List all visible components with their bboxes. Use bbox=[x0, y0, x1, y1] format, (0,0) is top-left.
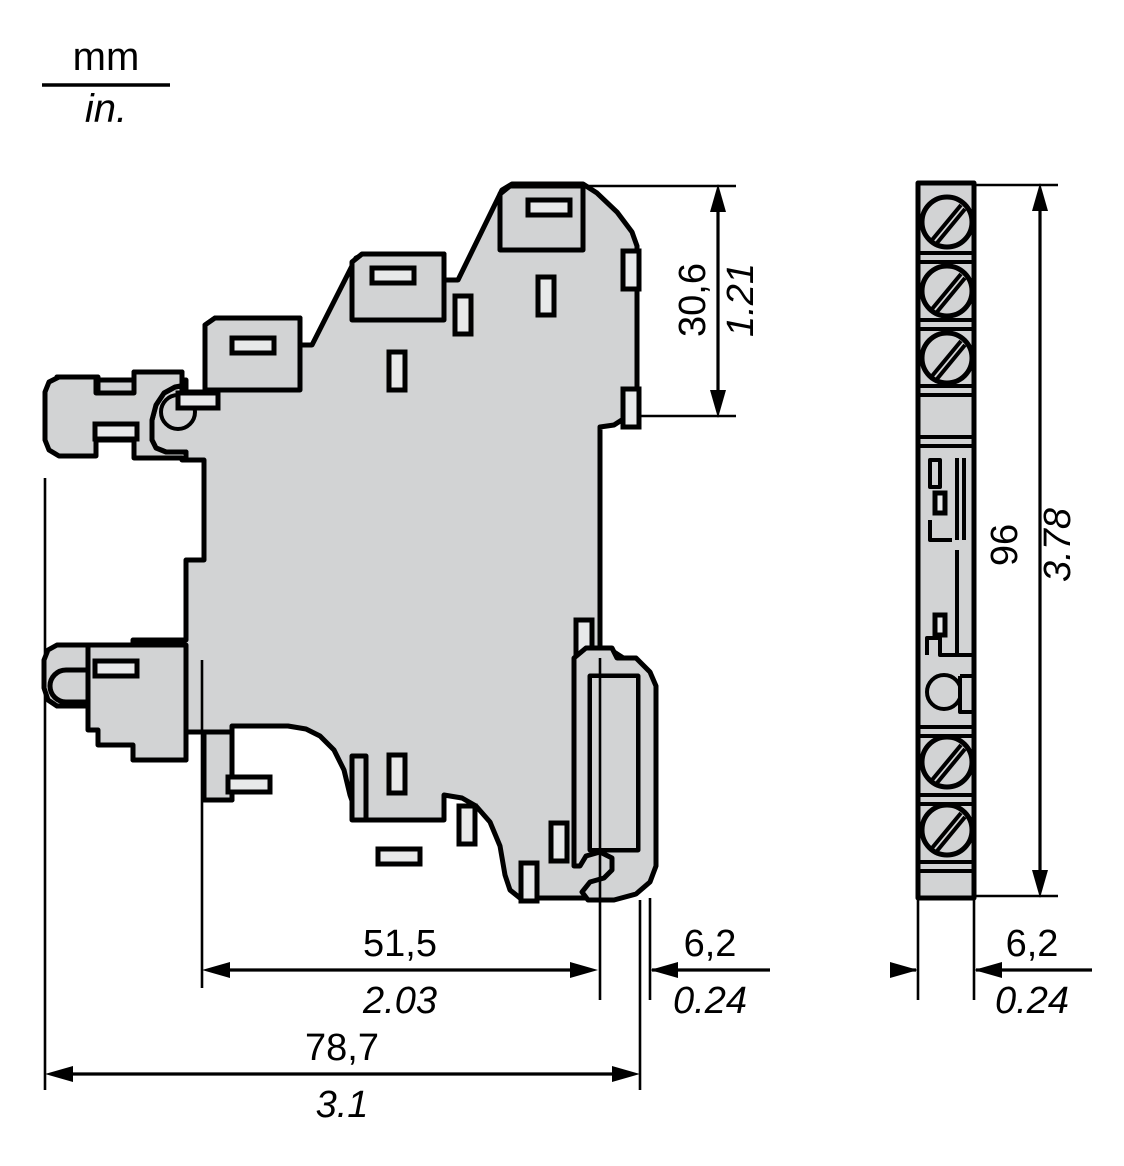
dim-value-in: 3.78 bbox=[1037, 508, 1079, 582]
screw-terminal-3 bbox=[919, 330, 975, 386]
dim-height-96: 96 3.78 bbox=[976, 183, 1079, 898]
dim-overall-78-7: 78,7 3.1 bbox=[43, 478, 642, 1126]
dim-value-in: 1.21 bbox=[720, 263, 762, 337]
screw-slot-2a bbox=[930, 272, 963, 311]
dim-height-30-6: 30,6 1.21 bbox=[562, 184, 762, 418]
upper-middle-terminal-block bbox=[349, 251, 447, 323]
screw-slot-5a bbox=[930, 811, 963, 850]
internal-detail-bracket-1 bbox=[928, 458, 942, 489]
side-profile-view: 30,6 1.21 51,5 2.03 6,2 0.24 bbox=[41, 181, 770, 1126]
dim-value-in: 2.03 bbox=[362, 980, 437, 1022]
slot-body-3 bbox=[535, 274, 557, 318]
marker-holder-window bbox=[588, 674, 640, 852]
dim-value-mm: 51,5 bbox=[363, 923, 437, 965]
arrow-up bbox=[710, 184, 726, 212]
dim-value-mm: 96 bbox=[984, 524, 1026, 566]
internal-detail-bracket-3 bbox=[925, 636, 972, 657]
internal-slot-1 bbox=[932, 490, 948, 516]
slot-body-1 bbox=[386, 349, 408, 393]
arrow-left-in bbox=[974, 962, 1002, 978]
dim-value-mm: 6,2 bbox=[684, 923, 737, 965]
slot-lever-1 bbox=[92, 658, 140, 679]
arrow-left bbox=[202, 962, 230, 978]
screw-terminal-2 bbox=[919, 263, 975, 319]
indicator-circle bbox=[925, 673, 963, 711]
slot-body-4 bbox=[620, 248, 642, 292]
arrow-left bbox=[650, 962, 678, 978]
dim-width-6-2-front: 6,2 0.24 bbox=[890, 900, 1092, 1022]
arrow-left bbox=[45, 1066, 73, 1082]
slot-body-5 bbox=[620, 386, 642, 430]
dim-value-mm: 30,6 bbox=[672, 263, 714, 337]
dim-value-in: 0.24 bbox=[995, 980, 1069, 1022]
screw-slot-3b bbox=[935, 343, 967, 381]
slot-body-10 bbox=[518, 860, 540, 904]
lower-middle-terminal-block bbox=[349, 753, 369, 823]
slot-lower-middle-1 bbox=[375, 846, 423, 867]
slot-body-9 bbox=[548, 820, 570, 864]
screw-terminal-1 bbox=[919, 194, 975, 250]
test-point-tab bbox=[175, 390, 221, 411]
dim-offset-6-2-side: 6,2 0.24 bbox=[648, 898, 770, 1022]
arrow-up bbox=[1032, 183, 1048, 211]
lower-left-terminal-block bbox=[201, 729, 235, 803]
dim-length-51-5: 51,5 2.03 bbox=[200, 660, 602, 1022]
arrow-right bbox=[612, 1066, 640, 1082]
screw-slot-3a bbox=[930, 339, 963, 378]
units-legend-numerator: mm bbox=[73, 35, 140, 79]
slot-clip-1 bbox=[92, 421, 140, 442]
internal-detail-bracket-2 bbox=[928, 520, 952, 542]
slot-lower-left-1 bbox=[225, 774, 273, 795]
screw-terminal-5 bbox=[919, 802, 975, 858]
units-legend: mm in. bbox=[42, 35, 170, 131]
indicator-bracket bbox=[958, 674, 972, 714]
arrow-right bbox=[570, 962, 598, 978]
screw-slot-5b bbox=[935, 815, 967, 853]
dim-value-mm: 78,7 bbox=[305, 1027, 379, 1069]
slot-upper-right-1 bbox=[525, 197, 573, 218]
dim-value-mm: 6,2 bbox=[1006, 923, 1059, 965]
screw-slot-1b bbox=[935, 207, 967, 245]
din-rail-clip bbox=[42, 369, 189, 463]
upper-right-terminal-block bbox=[497, 183, 586, 253]
arrow-right-in bbox=[890, 962, 918, 978]
slot-body-7 bbox=[386, 752, 408, 796]
slot-upper-middle-1 bbox=[369, 265, 417, 286]
screw-slot-4a bbox=[930, 743, 963, 782]
arrow-down bbox=[1032, 870, 1048, 898]
slot-body-8 bbox=[456, 803, 478, 847]
screw-slot-1a bbox=[930, 203, 963, 242]
release-lever-nub bbox=[47, 667, 91, 705]
dim-value-in: 3.1 bbox=[316, 1084, 369, 1126]
arrow-down bbox=[710, 390, 726, 418]
screw-slot-2b bbox=[935, 276, 967, 314]
internal-slot-2 bbox=[932, 612, 948, 638]
screw-slot-4b bbox=[935, 747, 967, 785]
dim-value-in: 0.24 bbox=[673, 980, 747, 1022]
front-narrow-view: 96 3.78 6,2 0.24 bbox=[890, 180, 1092, 1022]
screw-terminal-4 bbox=[919, 734, 975, 790]
slot-upper-left-1 bbox=[229, 335, 277, 356]
units-legend-denominator: in. bbox=[85, 87, 127, 131]
slot-body-2 bbox=[452, 293, 474, 337]
